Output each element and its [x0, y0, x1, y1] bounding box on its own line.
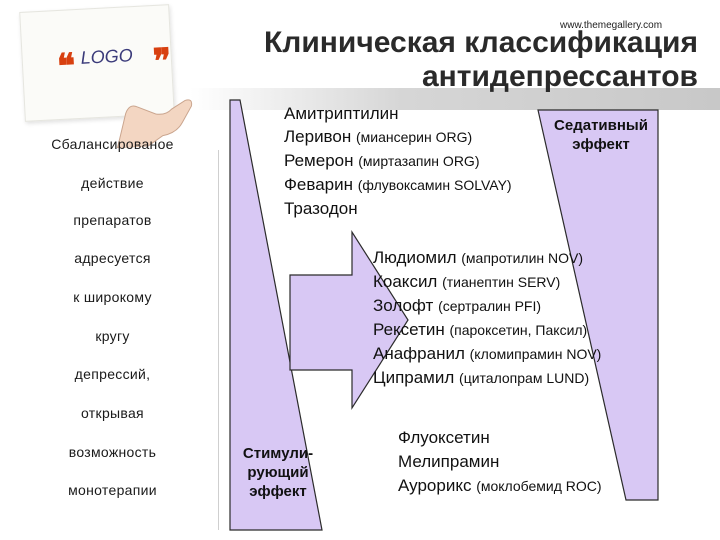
hand-icon: [116, 99, 193, 149]
left-text-line: кругу: [95, 328, 130, 344]
left-text-line: открывая: [81, 405, 144, 421]
left-text-line: возможность: [68, 444, 157, 460]
drug-name: Ремерон: [284, 151, 354, 170]
left-text-line: препаратов: [73, 212, 152, 228]
balanced-drug: Анафранил (кломипрамин NOV): [373, 344, 601, 364]
drug-name: Тразодон: [284, 199, 358, 218]
stimulating-label-line: эффект: [249, 483, 307, 500]
sedative-drug: Леривон (миансерин ORG): [284, 127, 472, 147]
stimulating-drug: Аурорикс (моклобемид ROC): [398, 476, 602, 496]
title-line-1: Клиническая классификация: [263, 26, 698, 59]
drug-note: (мапротилин NOV): [461, 250, 584, 266]
sedative-label-line: Седативный: [554, 117, 648, 134]
stimulating-label-line: рующий: [247, 464, 309, 481]
drug-note: (пароксетин, Паксил): [449, 322, 588, 338]
drug-note: (моклобемид ROC): [476, 478, 602, 494]
drug-name: Золофт: [373, 296, 434, 315]
drug-name: Мелипрамин: [398, 452, 500, 471]
sedative-wedge: [537, 109, 659, 501]
balanced-drug: Рексетин (пароксетин, Паксил): [373, 320, 587, 340]
stimulating-label: Стимули- рующий эффект: [238, 444, 318, 501]
balanced-drug: Людиомил (мапротилин NOV): [373, 248, 583, 268]
sedative-drug: Ремерон (миртазапин ORG): [284, 151, 479, 171]
logo-card[interactable]: ❝ LOGO ❞: [19, 4, 193, 149]
drug-note: (сертралин PFI): [438, 298, 542, 314]
sedative-label: Седативный эффект: [538, 116, 664, 154]
drug-note: (миансерин ORG): [355, 129, 473, 145]
left-text-line: к широкому: [73, 289, 152, 305]
stimulating-label-line: Стимули-: [242, 445, 314, 462]
left-text-line: действие: [81, 175, 144, 191]
divider-line: [218, 150, 219, 530]
stimulating-drug: Флуоксетин: [398, 428, 490, 448]
drug-name: Феварин: [284, 175, 354, 194]
drug-name: Коаксил: [373, 272, 438, 291]
left-text-line: Сбалансированое: [51, 136, 174, 152]
stimulating-drug: Мелипрамин: [398, 452, 499, 472]
drug-name: Людиомил: [373, 248, 457, 267]
title-band: [190, 88, 720, 110]
drug-note: (флувоксамин SOLVAY): [357, 177, 512, 193]
center-arrow: [289, 229, 409, 411]
left-text-line: адресуется: [74, 250, 151, 266]
balanced-drug: Золофт (сертралин PFI): [373, 296, 541, 316]
sedative-drug: Тразодон: [284, 199, 358, 219]
sedative-drug: Амитриптилин: [284, 104, 399, 124]
drug-note: (циталопрам LUND): [459, 370, 590, 386]
title-line-2: антидепрессантов: [421, 60, 698, 93]
stimulating-wedge: [229, 99, 323, 531]
drug-name: Флуоксетин: [398, 428, 490, 447]
drug-name: Амитриптилин: [284, 104, 399, 123]
sedative-drug: Феварин (флувоксамин SOLVAY): [284, 175, 512, 195]
drug-name: Леривон: [284, 127, 352, 146]
left-text-line: депрессий,: [74, 366, 151, 382]
left-column: Сбалансированое действие препаратов адре…: [10, 124, 215, 520]
drug-note: (тианептин SERV): [442, 274, 561, 290]
drug-name: Анафранил: [373, 344, 465, 363]
balanced-drug: Коаксил (тианептин SERV): [373, 272, 560, 292]
left-text-line: монотерапии: [68, 482, 157, 498]
page-title: Клиническая классификация антидепрессант…: [218, 26, 698, 94]
drug-name: Рексетин: [373, 320, 445, 339]
drug-name: Аурорикс: [398, 476, 472, 495]
drug-note: (кломипрамин NOV): [469, 346, 602, 362]
site-url[interactable]: www.themegallery.com: [560, 20, 663, 31]
balanced-drug: Ципрамил (циталопрам LUND): [373, 368, 589, 388]
drug-note: (миртазапин ORG): [358, 153, 480, 169]
drug-name: Ципрамил: [373, 368, 455, 387]
sedative-label-line: эффект: [572, 136, 630, 153]
